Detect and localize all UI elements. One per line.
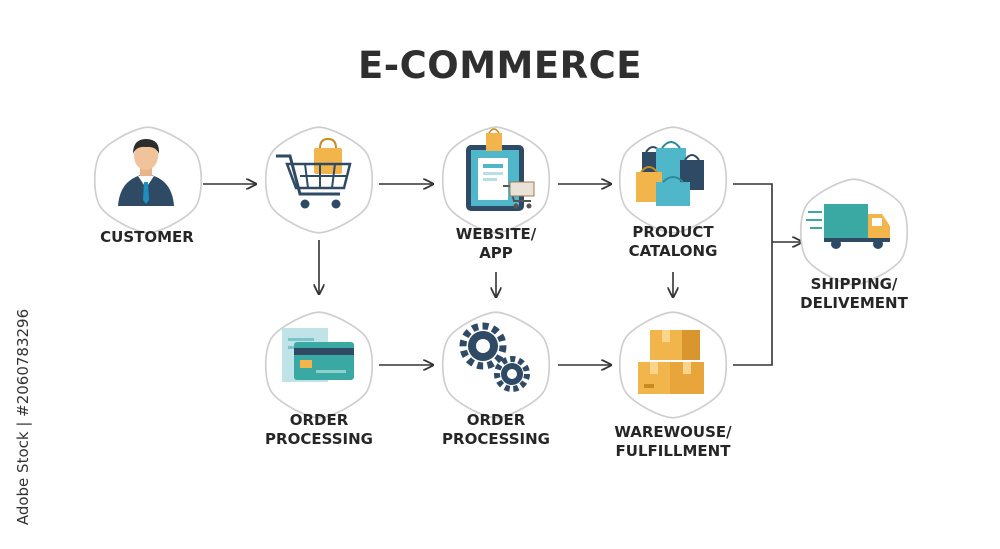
label-catalog: PRODUCT CATALONG: [607, 223, 739, 261]
delivery-truck-icon: [806, 204, 890, 249]
label-processing-line-1: ORDER: [466, 411, 526, 429]
label-website: WEBSITE/ APP: [436, 225, 556, 263]
node-processing: [441, 311, 551, 419]
tablet-shop-icon: [466, 128, 535, 211]
node-shipping: [799, 178, 909, 286]
businessman-icon: [118, 139, 174, 206]
node-warehouse: [618, 311, 728, 419]
stock-watermark: Adobe Stock | #2060783296: [14, 308, 32, 526]
page-title: E-COMMERCE: [357, 44, 643, 87]
label-payment-line-1: ORDER: [289, 411, 349, 429]
label-website-line-1: WEBSITE/: [455, 225, 537, 243]
boxes-icon: [638, 330, 704, 394]
label-website-line-2: APP: [479, 244, 513, 262]
label-warehouse-line-1: WAREWOUSE/: [614, 423, 732, 441]
label-shipping-line-2: DELIVEMENT: [800, 294, 908, 312]
connector-lines: [203, 184, 802, 365]
shopping-bags-icon: [636, 141, 704, 206]
label-catalog-line-1: PRODUCT: [632, 223, 714, 241]
label-payment-line-2: PROCESSING: [265, 430, 373, 448]
label-payment: ORDER PROCESSING: [256, 411, 382, 449]
bracket-to-shipping: [733, 183, 773, 366]
label-customer: CUSTOMER: [88, 228, 206, 247]
label-catalog-line-2: CATALONG: [628, 242, 718, 260]
label-customer-line-1: CUSTOMER: [100, 228, 194, 246]
node-website: [441, 126, 551, 234]
label-warehouse-line-2: FULFILLMENT: [615, 442, 731, 460]
shopping-cart-icon: [276, 137, 352, 209]
credit-card-icon: [282, 328, 354, 382]
label-processing: ORDER PROCESSING: [433, 411, 559, 449]
node-catalog: [618, 126, 728, 234]
node-payment: [264, 311, 374, 419]
node-cart: [264, 126, 374, 234]
gears-icon: [459, 322, 530, 392]
label-processing-line-2: PROCESSING: [442, 430, 550, 448]
label-shipping: SHIPPING/ DELIVEMENT: [784, 275, 924, 313]
label-warehouse: WAREWOUSE/ FULFILLMENT: [600, 423, 746, 461]
node-customer: [93, 126, 203, 234]
label-shipping-line-1: SHIPPING/: [810, 275, 898, 293]
